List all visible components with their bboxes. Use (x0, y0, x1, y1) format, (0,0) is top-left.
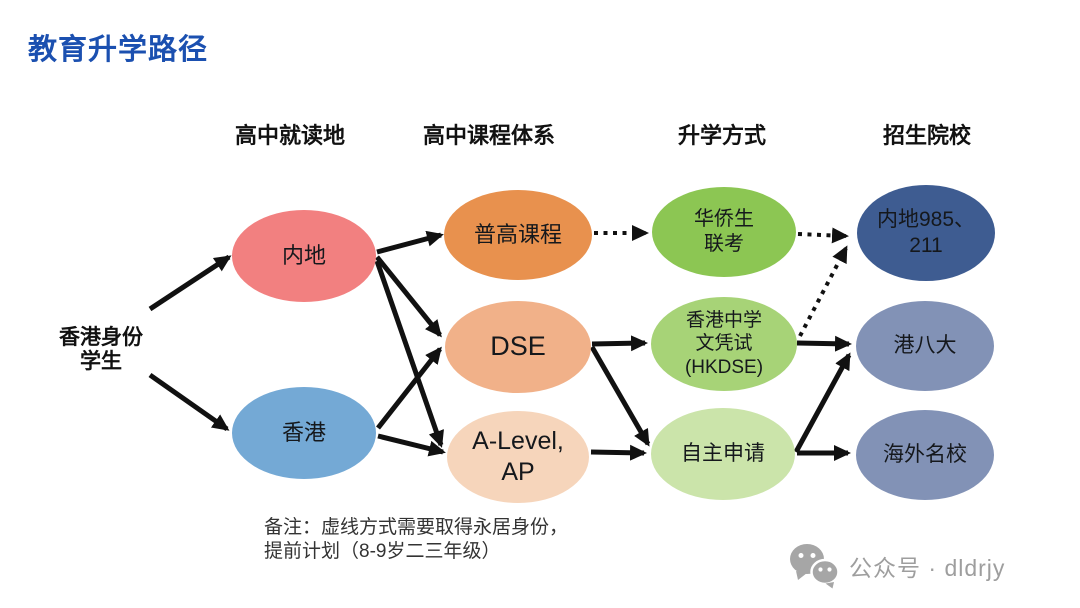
source-label: 香港身份 学生 (40, 326, 162, 374)
node-mainland: 内地 (232, 210, 376, 302)
node-label-line: 内地985、 (876, 207, 976, 231)
node-overseas: 海外名校 (856, 410, 994, 500)
page-title: 教育升学路径 (28, 34, 209, 66)
source-label-line: 香港身份 (59, 326, 143, 349)
node-label-line: 普高课程 (473, 222, 562, 248)
node-label-line: 内地 (281, 243, 326, 269)
node-label-line: AP (501, 458, 535, 486)
edge-huaqiaosheng-to-m985-dotted (797, 227, 849, 244)
node-hongkong: 香港 (232, 387, 376, 479)
node-label-line: DSE (490, 331, 546, 362)
edge-student-to-hongkong (148, 372, 230, 432)
node-putonggao: 普高课程 (444, 190, 592, 280)
source-label-line: 学生 (80, 350, 122, 373)
node-label-line: 华侨生 (694, 208, 754, 231)
column-header-curriculum: 高中课程体系 (422, 123, 556, 148)
column-header-pathway: 升学方式 (677, 123, 767, 148)
node-dse: DSE (445, 301, 591, 393)
edge-hongkong-to-alevel (377, 433, 446, 457)
edge-hkdse-to-m985-dotted (798, 245, 848, 337)
node-label-line: 文凭试 (695, 333, 753, 355)
column-header-location: 高中就读地 (234, 123, 346, 148)
edge-student-to-mainland (148, 254, 232, 312)
edge-dse-to-zizhu (589, 345, 651, 447)
note-line: 提前计划（8-9岁二三年级） (264, 541, 501, 562)
node-label-line: 海外名校 (883, 442, 967, 466)
edge-mainland-to-alevel (374, 260, 444, 448)
node-label-line: A-Level, (472, 427, 564, 455)
edge-hkdse-to-hk8 (796, 335, 852, 352)
node-zizhu: 自主申请 (651, 408, 795, 500)
edge-hongkong-to-dse (376, 346, 442, 430)
node-label-line: 联考 (704, 233, 744, 255)
node-hkdse: 香港中学文凭试(HKDSE) (651, 297, 797, 391)
node-label-line: 香港 (281, 420, 326, 446)
node-huaqiaosheng: 华侨生联考 (652, 187, 796, 277)
node-label-line: 211 (909, 234, 943, 257)
edge-zizhu-to-hk8 (793, 352, 852, 454)
note-line: 备注：虚线方式需要取得永居身份， (264, 517, 569, 538)
node-label-line: 香港中学 (685, 309, 762, 331)
wechat-icon (790, 544, 840, 589)
column-header-institutions: 招生院校 (882, 123, 972, 148)
note: 备注：虚线方式需要取得永居身份， 提前计划（8-9岁二三年级） (264, 516, 568, 564)
footer-text: 公众号 · dldrjy (849, 554, 1006, 581)
node-alevel: A-Level, AP (447, 411, 589, 503)
node-label-line: (HKDSE) (684, 356, 764, 378)
node-m985: 内地985、 211 (857, 185, 995, 281)
node-hk8: 港八大 (856, 301, 994, 391)
edge-dse-to-hkdse (591, 335, 648, 352)
footer-watermark: 公众号 · dldrjy (788, 542, 1005, 589)
edge-alevel-to-zizhu (590, 444, 647, 461)
edge-mainland-to-putonggao (376, 230, 444, 255)
edge-mainland-to-dse (375, 255, 442, 338)
node-label-line: 自主申请 (681, 441, 765, 465)
node-label-line: 港八大 (893, 333, 957, 357)
